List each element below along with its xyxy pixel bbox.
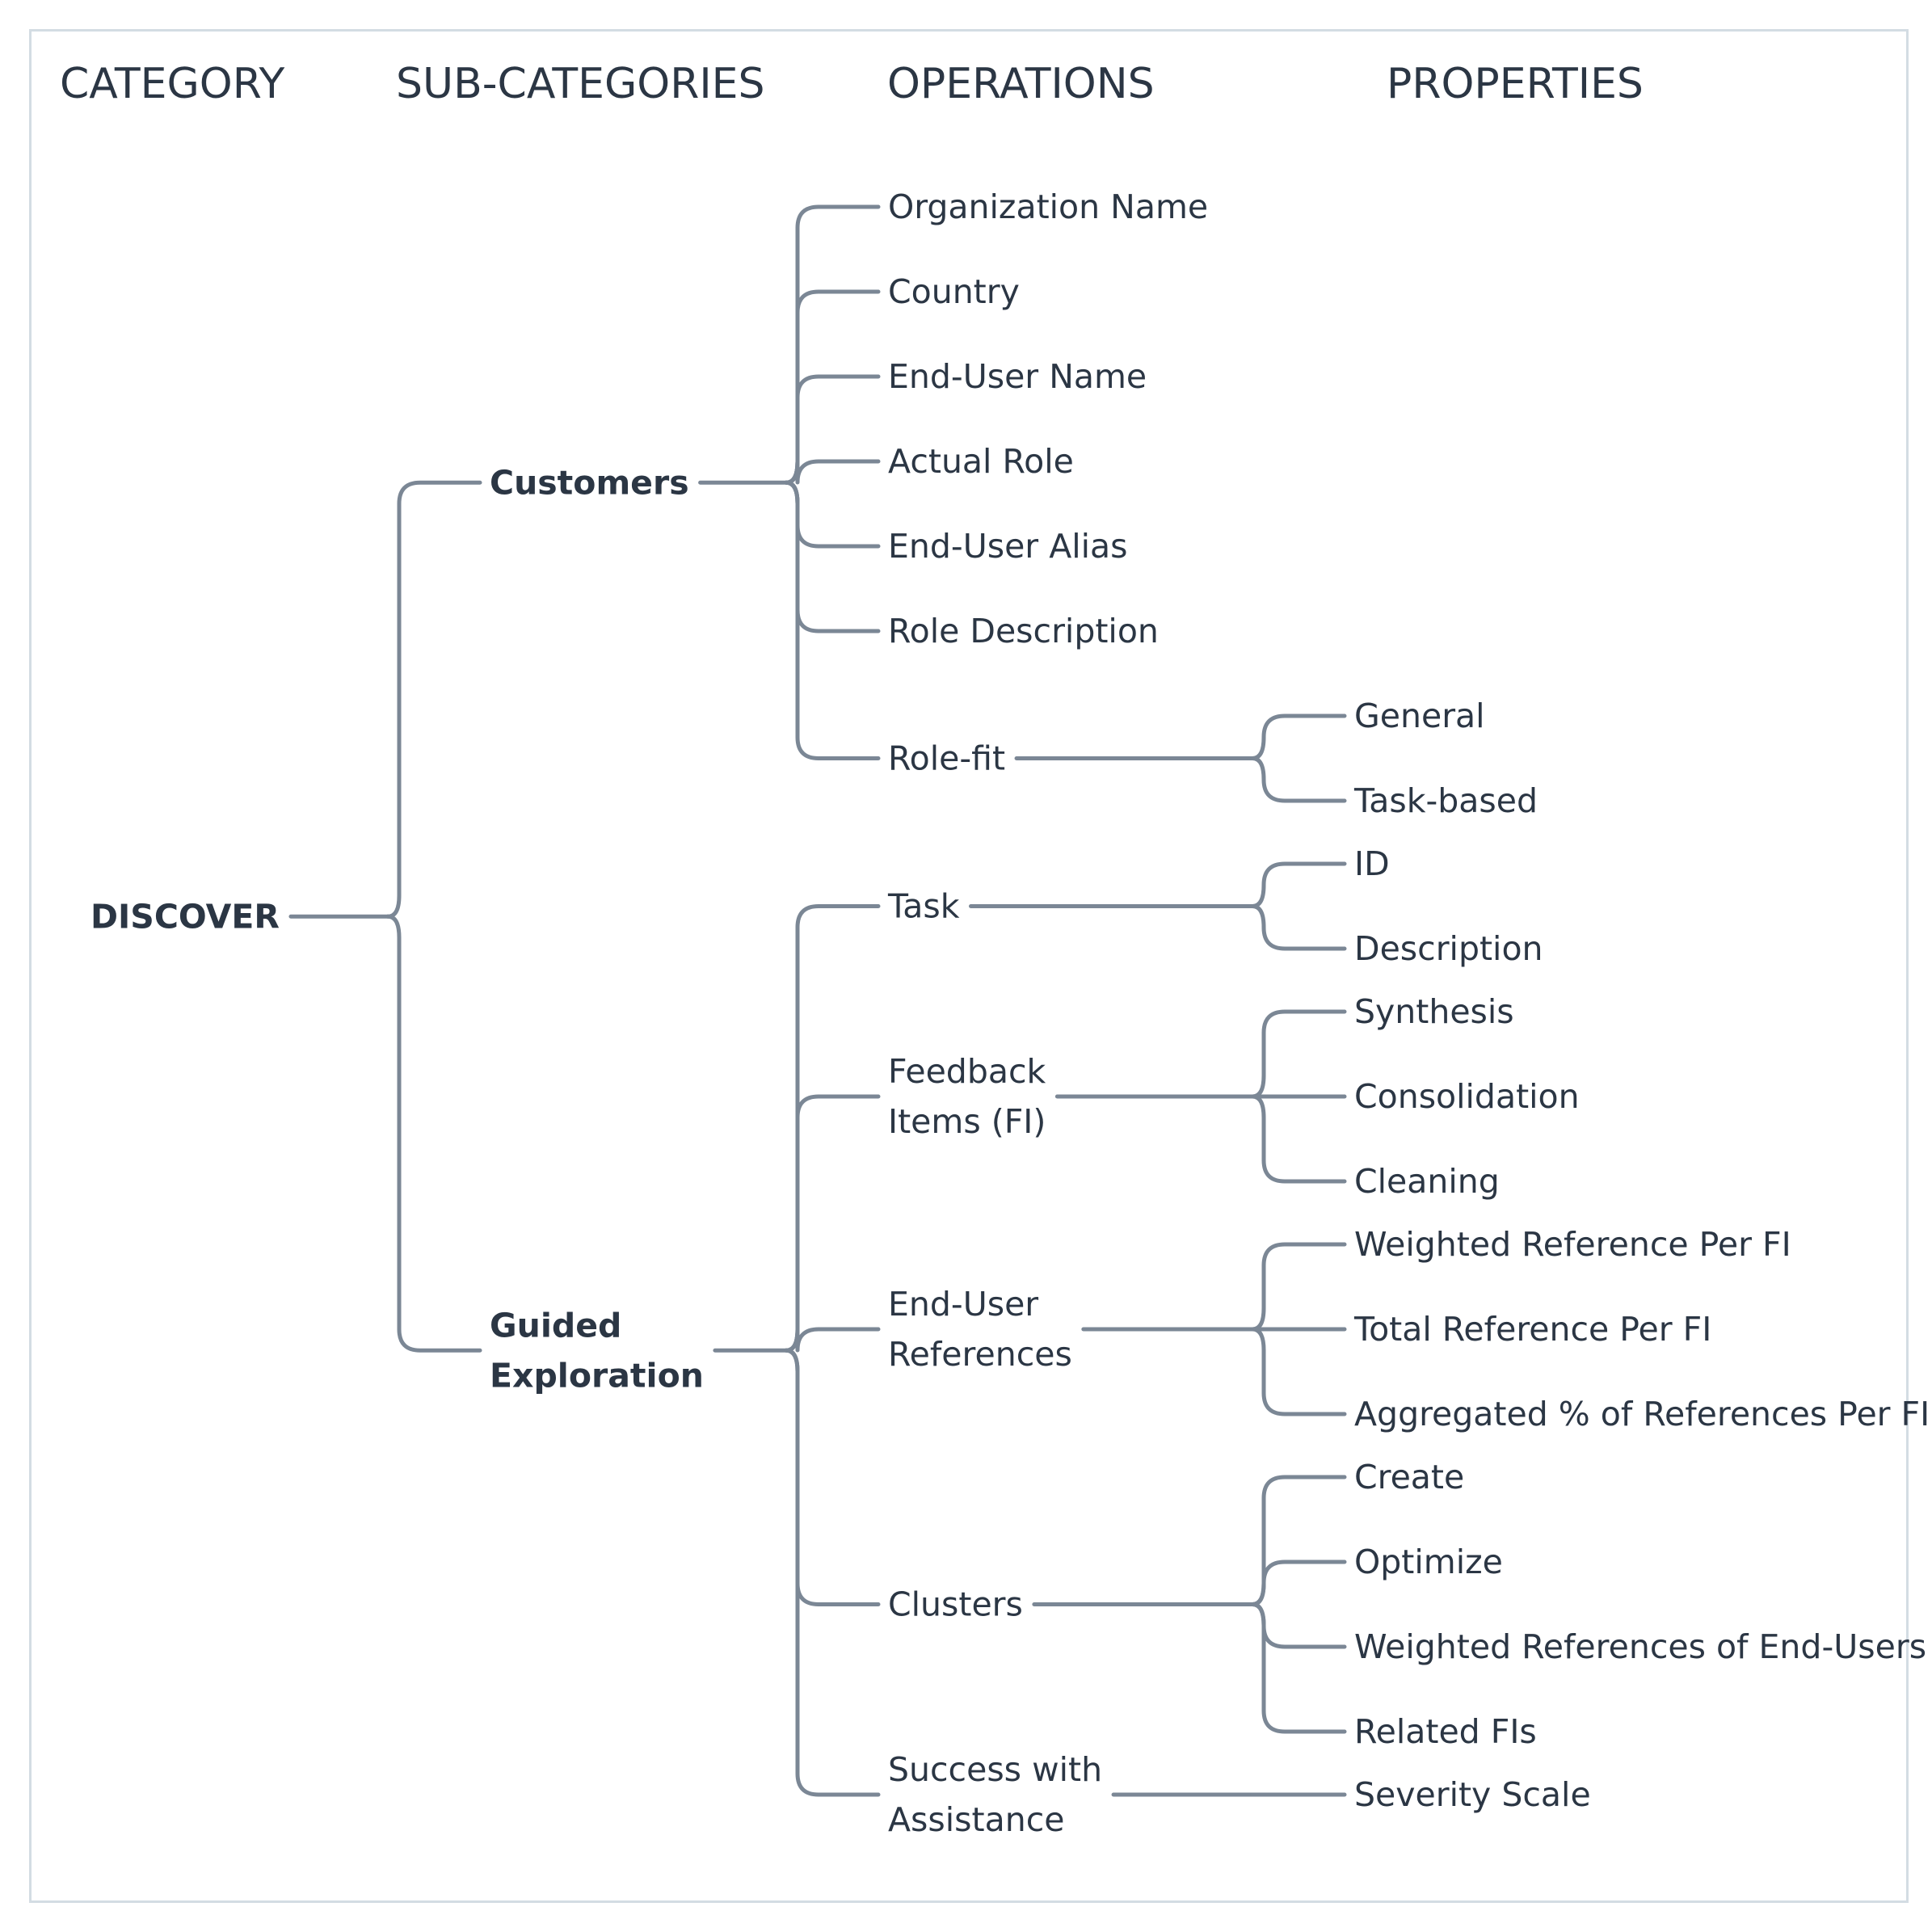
edge-clusters-branch-4: [1250, 1602, 1347, 1734]
node-total-reference-per-fi-line-1: Total Reference Per FI: [1353, 1310, 1711, 1349]
node-optimize-line-1: Optimize: [1354, 1543, 1503, 1581]
edge-customers-branch-7: [784, 480, 881, 760]
header-category: CATEGORY: [60, 60, 284, 108]
node-total-reference-per-fi: Total Reference Per FI: [1353, 1310, 1711, 1349]
node-end-user-alias: End-User Alias: [888, 527, 1128, 566]
node-country-line-1: Country: [888, 272, 1020, 311]
tree-edges: [288, 204, 1347, 1797]
node-severity-scale-line-1: Severity Scale: [1354, 1775, 1591, 1814]
tree-labels: DISCOVER Customers Organization NameCountr…: [90, 187, 1930, 1839]
node-guided-exploration-line-2: Exploration: [490, 1356, 704, 1395]
edge-guided-exploration-branch-4: [784, 1348, 881, 1606]
node-actual-role: Actual Role: [888, 442, 1074, 481]
node-end-user-name: End-User Name: [888, 357, 1147, 396]
edge-guided-exploration-branch-2: [784, 1094, 881, 1353]
edge-discover-branch-1: [385, 480, 482, 919]
edge-guided-exploration-branch-1: [784, 904, 881, 1353]
node-description: Description: [1354, 929, 1543, 968]
node-general: General: [1354, 697, 1485, 735]
node-task-line-1: Task: [887, 887, 960, 926]
node-consolidation: Consolidation: [1354, 1077, 1580, 1116]
node-success-with-assistance-line-1: Success with: [888, 1750, 1102, 1789]
node-customers: Customers: [490, 463, 689, 502]
edge-discover-branch-2: [385, 914, 482, 1353]
node-id-line-1: ID: [1354, 844, 1390, 883]
node-severity-scale: Severity Scale: [1354, 1775, 1591, 1814]
node-general-line-1: General: [1354, 697, 1485, 735]
node-feedback-items-fi-line-2: Items (FI): [888, 1102, 1046, 1141]
node-country: Country: [888, 272, 1020, 311]
node-related-fis-line-1: Related FIs: [1354, 1712, 1537, 1751]
node-create: Create: [1354, 1458, 1464, 1496]
node-actual-role-line-1: Actual Role: [888, 442, 1074, 481]
node-discover-line-1: DISCOVER: [90, 897, 280, 936]
node-synthesis: Synthesis: [1354, 992, 1514, 1031]
node-consolidation-line-1: Consolidation: [1354, 1077, 1580, 1116]
node-task: Task: [887, 887, 960, 926]
node-cleaning: Cleaning: [1354, 1162, 1500, 1201]
edge-clusters-branch-1: [1250, 1475, 1347, 1606]
diagram-frame: [29, 29, 1909, 1903]
node-weighted-references-of-end-users-line-1: Weighted References of End-Users: [1354, 1627, 1926, 1666]
node-weighted-reference-per-fi: Weighted Reference Per FI: [1354, 1225, 1791, 1264]
edge-customers-branch-6: [784, 480, 881, 633]
header-operations: OPERATIONS: [887, 60, 1155, 108]
edge-task-branch-1: [1250, 861, 1347, 908]
node-role-fit-line-1: Role-fit: [888, 739, 1005, 778]
node-end-user-references-line-2: References: [888, 1335, 1072, 1374]
edge-end-user-references-branch-1: [1250, 1242, 1347, 1332]
node-clusters: Clusters: [888, 1585, 1023, 1624]
node-feedback-items-fi-line-1: Feedback: [888, 1052, 1046, 1091]
node-description-line-1: Description: [1354, 929, 1543, 968]
node-guided-exploration-line-1: Guided: [490, 1306, 621, 1345]
header-properties: PROPERTIES: [1387, 60, 1644, 108]
node-customers-line-1: Customers: [490, 463, 689, 502]
node-create-line-1: Create: [1354, 1458, 1464, 1496]
node-organization-name: Organization Name: [888, 187, 1208, 226]
node-cleaning-line-1: Cleaning: [1354, 1162, 1500, 1201]
edge-task-branch-2: [1250, 904, 1347, 951]
edge-end-user-references-branch-3: [1250, 1327, 1347, 1416]
edge-guided-exploration-branch-5: [784, 1348, 881, 1797]
edge-customers-branch-1: [784, 204, 881, 485]
node-related-fis: Related FIs: [1354, 1712, 1537, 1751]
edge-role-fit-branch-2: [1250, 756, 1347, 803]
edge-customers-branch-4: [784, 459, 881, 485]
edge-customers-branch-5: [784, 480, 881, 549]
node-role-description: Role Description: [888, 612, 1159, 650]
node-end-user-references-line-1: End-User: [888, 1285, 1038, 1324]
edge-feedback-items-fi-branch-1: [1250, 1009, 1347, 1099]
edge-feedback-items-fi-branch-3: [1250, 1094, 1347, 1184]
node-clusters-line-1: Clusters: [888, 1585, 1023, 1624]
node-role-fit: Role-fit: [888, 739, 1005, 778]
node-role-description-line-1: Role Description: [888, 612, 1159, 650]
node-optimize: Optimize: [1354, 1543, 1503, 1581]
node-id: ID: [1354, 844, 1390, 883]
node-end-user-name-line-1: End-User Name: [888, 357, 1147, 396]
edge-role-fit-branch-1: [1250, 713, 1347, 760]
node-discover: DISCOVER: [90, 897, 280, 936]
node-organization-name-line-1: Organization Name: [888, 187, 1208, 226]
edge-clusters-branch-2: [1250, 1559, 1347, 1606]
node-success-with-assistance-line-2: Assistance: [888, 1800, 1064, 1839]
edge-clusters-branch-3: [1250, 1602, 1347, 1649]
edge-guided-exploration-branch-3: [784, 1327, 881, 1353]
node-weighted-reference-per-fi-line-1: Weighted Reference Per FI: [1354, 1225, 1791, 1264]
node-end-user-alias-line-1: End-User Alias: [888, 527, 1128, 566]
node-task-based-line-1: Task-based: [1353, 781, 1538, 820]
node-task-based: Task-based: [1353, 781, 1538, 820]
column-headers: CATEGORY SUB-CATEGORIES OPERATIONS PROPE…: [60, 60, 1644, 108]
node-weighted-references-of-end-users: Weighted References of End-Users: [1354, 1627, 1926, 1666]
node-aggregated-pct-of-references-per-fi: Aggregated % of References Per FI: [1354, 1395, 1930, 1433]
header-sub-categories: SUB-CATEGORIES: [396, 60, 765, 108]
node-synthesis-line-1: Synthesis: [1354, 992, 1514, 1031]
node-aggregated-pct-of-references-per-fi-line-1: Aggregated % of References Per FI: [1354, 1395, 1930, 1433]
